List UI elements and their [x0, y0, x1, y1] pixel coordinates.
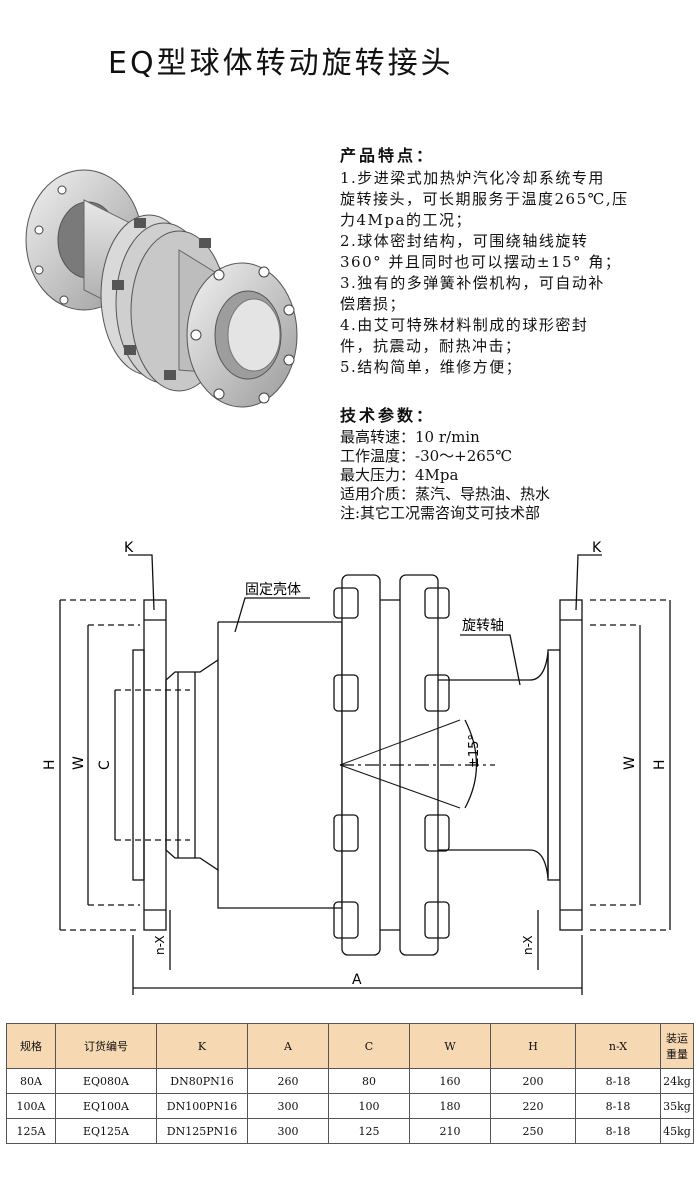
table-cell: 100A [6, 1093, 56, 1119]
table-cell: DN100PN16 [156, 1093, 248, 1119]
col-header: H [490, 1023, 576, 1069]
table-cell: 8-18 [575, 1093, 661, 1119]
table-cell: 8-18 [575, 1068, 661, 1094]
drawing-label-w-left: W [71, 756, 87, 770]
table-cell: 125A [6, 1118, 56, 1144]
col-header: A [247, 1023, 329, 1069]
drawing-label-h-left: H [42, 759, 58, 770]
feature-line: 1.步进梁式加热炉汽化冷却系统专用 [340, 169, 605, 187]
param-line: 最高转速：10 r/min [340, 428, 480, 446]
table-cell: 300 [247, 1093, 329, 1119]
feature-line: 3.独有的多弹簧补偿机构，可自动补 [340, 274, 605, 292]
drawing-label-shaft: 旋转轴 [462, 618, 504, 634]
feature-line: 件，抗震动，耐热冲击； [340, 337, 522, 355]
features-heading: 产品特点： [340, 146, 436, 165]
feature-line: 5.结构简单，维修方便； [340, 358, 523, 376]
feature-line: 力4Mpa的工况； [340, 211, 472, 229]
param-line: 工作温度：-30～+265℃ [340, 447, 513, 465]
drawing-label-a: A [352, 972, 362, 988]
technical-parameters: 技术参数： 最高转速：10 r/min 工作温度：-30～+265℃ 最大压力：… [340, 402, 690, 523]
table-header-row: 规格 订货编号 K A C W H n-X 装运 重量 [6, 1023, 694, 1069]
table-cell: 250 [490, 1118, 576, 1144]
drawing-label-c: C [97, 760, 113, 770]
table-cell: 24kg [660, 1068, 694, 1094]
table-cell: DN80PN16 [156, 1068, 248, 1094]
table-cell: 210 [409, 1118, 491, 1144]
drawing-label-k-right: K [592, 540, 602, 556]
table-cell: EQ100A [55, 1093, 157, 1119]
drawing-label-nx-left: n-X [153, 935, 167, 955]
col-header: C [328, 1023, 410, 1069]
param-line: 最大压力：4Mpa [340, 466, 459, 484]
table-cell: 80 [328, 1068, 410, 1094]
spec-table: 规格 订货编号 K A C W H n-X 装运 重量 80A EQ080A D… [6, 1023, 694, 1144]
table-row: 100A EQ100A DN100PN16 300 100 180 220 8-… [6, 1093, 694, 1119]
technical-drawing: K K 固定壳体 旋转轴 ±15° H W C W H n-X n-X A [42, 540, 671, 995]
feature-line: 偿磨损； [340, 295, 407, 313]
drawing-label-nx-right: n-X [521, 935, 535, 955]
col-header: W [409, 1023, 491, 1069]
col-header: 规格 [6, 1023, 56, 1069]
col-header: n-X [575, 1023, 661, 1069]
table-cell: DN125PN16 [156, 1118, 248, 1144]
product-image [25, 169, 298, 408]
col-header: 装运 重量 [660, 1023, 694, 1069]
table-cell: 35kg [660, 1093, 694, 1119]
drawing-label-angle: ±15° [467, 734, 482, 768]
table-cell: 125 [328, 1118, 410, 1144]
table-cell: 160 [409, 1068, 491, 1094]
param-line: 注:其它工况需咨询艾可技术部 [340, 504, 541, 522]
table-cell: 8-18 [575, 1118, 661, 1144]
feature-line: 2.球体密封结构，可围绕轴线旋转 [340, 232, 589, 250]
table-cell: EQ080A [55, 1068, 157, 1094]
drawing-label-h-right: H [652, 759, 668, 770]
table-cell: 220 [490, 1093, 576, 1119]
col-header: K [156, 1023, 248, 1069]
product-features: 产品特点： 1.步进梁式加热炉汽化冷却系统专用 旋转接头，可长期服务于温度265… [340, 142, 690, 378]
page-title: EQ型球体转动旋转接头 [108, 46, 454, 81]
drawing-label-housing: 固定壳体 [245, 581, 301, 598]
table-cell: EQ125A [55, 1118, 157, 1144]
table-row: 125A EQ125A DN125PN16 300 125 210 250 8-… [6, 1118, 694, 1144]
drawing-label-w-right: W [622, 756, 638, 770]
col-header: 订货编号 [55, 1023, 157, 1069]
table-cell: 80A [6, 1068, 56, 1094]
table-cell: 260 [247, 1068, 329, 1094]
table-cell: 100 [328, 1093, 410, 1119]
feature-line: 旋转接头，可长期服务于温度265℃,压 [340, 190, 629, 208]
table-row: 80A EQ080A DN80PN16 260 80 160 200 8-18 … [6, 1068, 694, 1094]
feature-line: 360° 并且同时也可以摆动±15° 角； [340, 253, 622, 271]
params-heading: 技术参数： [340, 406, 436, 425]
param-line: 适用介质：蒸汽、导热油、热水 [340, 485, 551, 503]
feature-line: 4.由艾可特殊材料制成的球形密封 [340, 316, 589, 334]
table-cell: 300 [247, 1118, 329, 1144]
table-cell: 200 [490, 1068, 576, 1094]
table-cell: 45kg [660, 1118, 694, 1144]
drawing-label-k-left: K [124, 540, 134, 556]
table-cell: 180 [409, 1093, 491, 1119]
